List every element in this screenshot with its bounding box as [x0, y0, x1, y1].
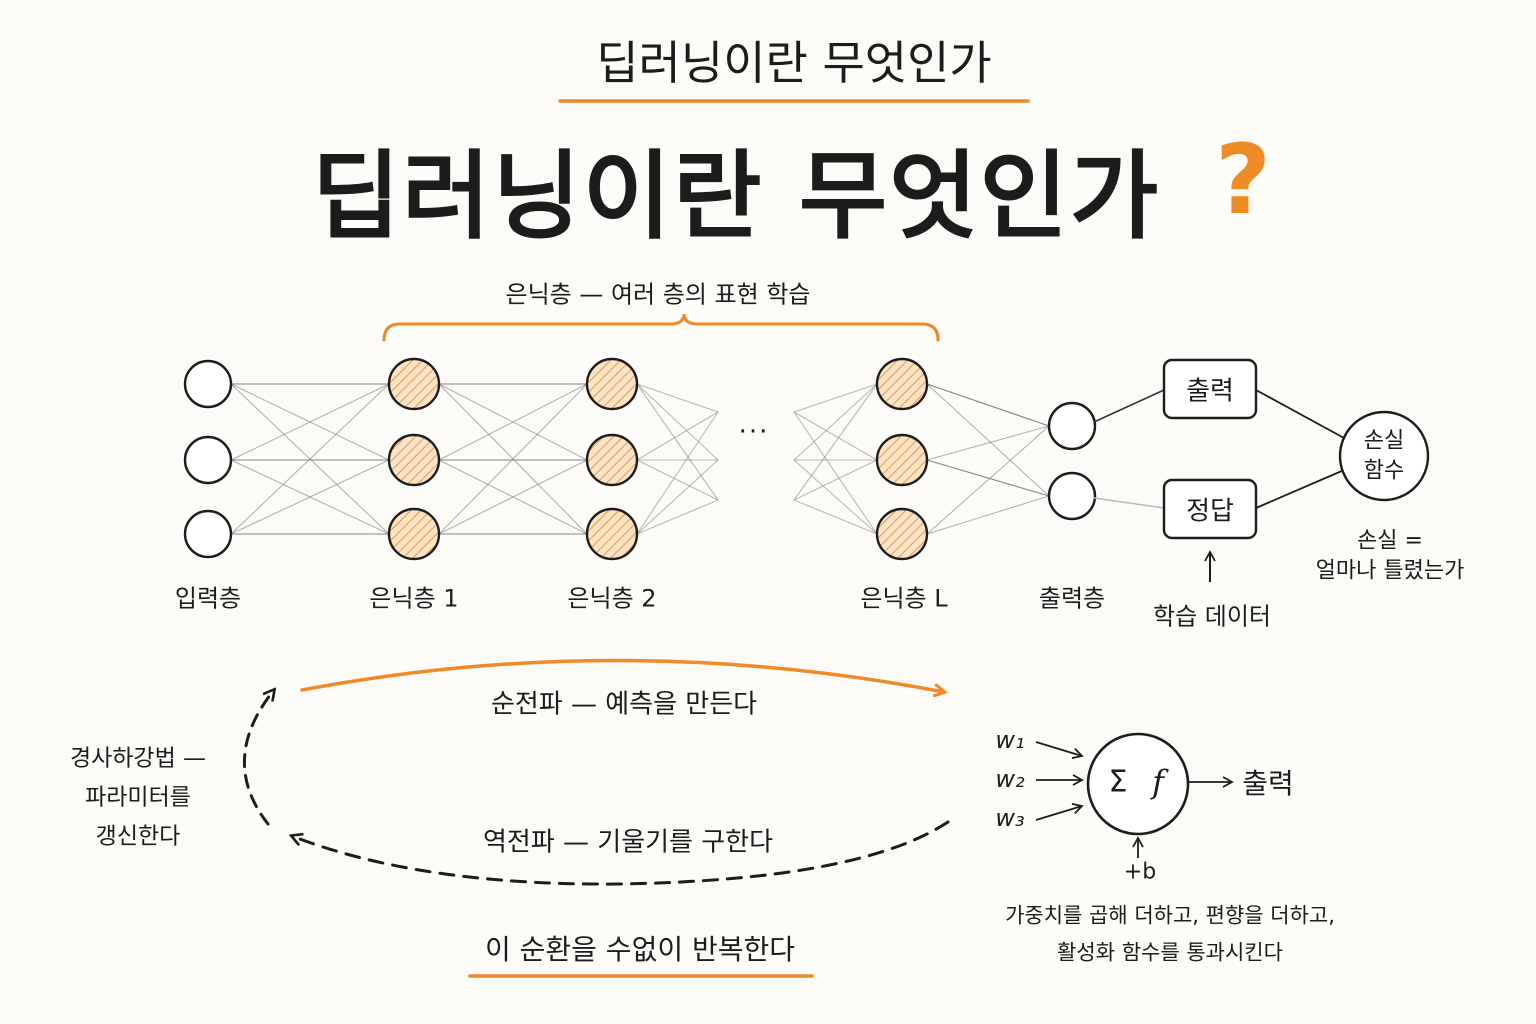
connection-fade-hiddenL: [793, 383, 878, 413]
node-input-1: [183, 359, 233, 409]
connection-fade-hiddenL: [793, 383, 878, 461]
connection-hidden2-fade: [636, 459, 719, 501]
node-output-1: [1047, 401, 1097, 451]
link-answer-loss: [1255, 469, 1345, 509]
link-output-loss: [1255, 389, 1345, 439]
node-hiddenL-3: [875, 507, 929, 561]
backward-pass-label: 역전파 — 기울기를 구한다: [483, 827, 773, 858]
node-output-2: [1047, 471, 1097, 521]
node-hidden1-1: [387, 357, 441, 411]
network-connections: [230, 383, 1050, 535]
node-hidden2-1: [585, 357, 639, 411]
link-out1-output-box: [1093, 389, 1165, 423]
bias-label: +b: [1123, 859, 1157, 885]
node-input-3: [183, 509, 233, 559]
connection-hidden2-fade: [636, 459, 719, 535]
sum-symbol: Σ: [1108, 764, 1128, 800]
training-data-label: 학습 데이터: [1152, 602, 1272, 631]
activation-symbol: f: [1152, 763, 1164, 801]
hidden-layers-brace: [382, 313, 940, 342]
hidden-layer-l-label: 은닉층 L: [860, 584, 948, 613]
connection-input-hidden1: [230, 459, 390, 535]
output-layer-label: 출력층: [1038, 584, 1106, 613]
connection-input-hidden1: [230, 383, 390, 535]
node-hidden1-2: [387, 433, 441, 487]
weight-3-label: w₃: [995, 804, 1025, 832]
gradient-descent-arrow: [242, 690, 274, 826]
link-out2-answer-box: [1093, 497, 1165, 509]
hidden-layer-2-label: 은닉층 2: [567, 584, 657, 613]
connection-fade-hiddenL: [793, 459, 878, 501]
connection-hidden1-hidden2: [438, 383, 588, 461]
node-hiddenL-2: [875, 433, 929, 487]
loss-function-circle: [1338, 410, 1430, 502]
neuron-circle: [1086, 732, 1190, 836]
connection-hidden1-hidden2: [438, 383, 588, 535]
connection-hidden1-hidden2: [438, 459, 588, 535]
network-nodes: [183, 357, 1097, 561]
connection-fade-hiddenL: [793, 411, 878, 461]
forward-arrow: [300, 658, 944, 692]
input-layer-label: 입력층: [174, 584, 242, 613]
connection-hiddenL-output: [926, 383, 1050, 497]
weight-arrow-1: [1035, 741, 1084, 760]
connection-hidden2-fade: [636, 383, 719, 461]
connection-hiddenL-output: [926, 425, 1050, 535]
big-title: 딥러닝이란 무엇인가: [311, 140, 1161, 253]
connection-fade-hiddenL: [793, 411, 878, 535]
connection-hidden2-fade: [636, 383, 719, 413]
connection-hiddenL-output: [926, 383, 1050, 427]
connection-hiddenL-output: [926, 495, 1050, 535]
node-hidden1-3: [387, 507, 441, 561]
node-input-2: [183, 435, 233, 485]
connection-fade-hiddenL: [793, 459, 878, 535]
connection-hiddenL-output: [926, 425, 1050, 461]
answer-box-label: 정답: [1186, 496, 1234, 527]
output-box: [1162, 358, 1258, 420]
connection-hidden2-fade: [636, 383, 719, 501]
weight-arrow-3: [1035, 802, 1084, 821]
node-hidden2-2: [585, 433, 639, 487]
backward-arrow: [292, 820, 950, 886]
connection-fade-hiddenL: [793, 499, 878, 535]
layers-ellipsis: ···: [738, 417, 770, 447]
connection-fade-hiddenL: [793, 383, 878, 501]
connection-hidden2-fade: [636, 411, 719, 461]
neuron-caption: 가중치를 곱해 더하고, 편향을 더하고, 활성화 함수를 통과시킨다: [1005, 903, 1335, 964]
connection-hidden2-fade: [636, 499, 719, 535]
small-title: 딥러닝이란 무엇인가: [596, 36, 992, 90]
node-hiddenL-1: [875, 357, 929, 411]
gradient-descent-label: 경사하강법 — 파라미터를 갱신한다: [69, 745, 207, 850]
connection-input-hidden1: [230, 383, 390, 461]
weight-1-label: w₁: [995, 726, 1025, 754]
hidden-layer-1-label: 은닉층 1: [369, 584, 459, 613]
title-question-mark: ?: [1215, 124, 1273, 236]
neuron-output-label: 출력: [1242, 767, 1294, 800]
loss-function-label: 손실 함수: [1363, 428, 1405, 483]
node-hidden2-3: [585, 507, 639, 561]
output-box-label: 출력: [1186, 376, 1234, 407]
weight-2-label: w₂: [995, 765, 1025, 793]
connection-hiddenL-output: [926, 459, 1050, 497]
hidden-layers-label: 은닉층 — 여러 층의 표현 학습: [505, 280, 811, 309]
answer-box: [1162, 478, 1258, 540]
connection-hidden2-fade: [636, 411, 719, 535]
loss-description: 손실 = 얼마나 틀렸는가: [1315, 528, 1465, 583]
repeat-label: 이 순환을 수없이 반복한다: [484, 933, 796, 966]
forward-pass-label: 순전파 — 예측을 만든다: [490, 689, 758, 720]
